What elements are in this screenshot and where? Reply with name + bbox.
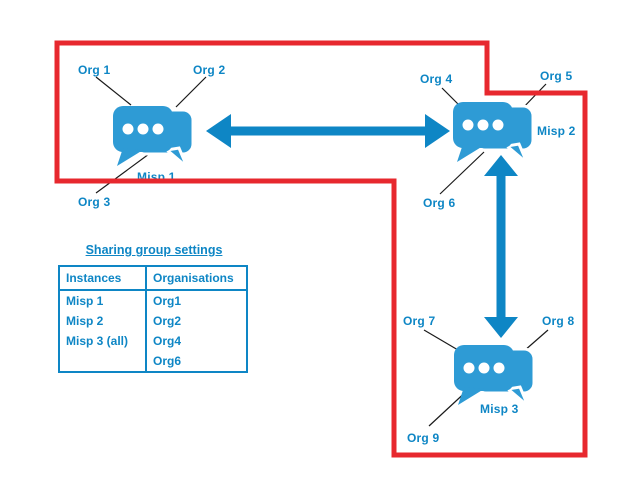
cell-organisation: Org4 — [145, 331, 248, 351]
misp-1-icon — [111, 104, 195, 169]
label-org-3: Org 3 — [78, 195, 111, 209]
label-org-8: Org 8 — [542, 314, 575, 328]
misp-2-icon — [451, 100, 535, 165]
label-org-7: Org 7 — [403, 314, 436, 328]
cell-organisation: Org1 — [145, 290, 248, 311]
connector-line-org-6 — [439, 151, 485, 195]
label-misp-2: Misp 2 — [537, 124, 576, 138]
connector-line-org-4 — [441, 87, 461, 107]
label-org-4: Org 4 — [420, 72, 453, 86]
cell-instance: Misp 3 (all) — [58, 331, 147, 351]
header-organisations: Organisations — [145, 266, 248, 291]
sharing-group-table: Instances Organisations Misp 1 Org1 Misp… — [58, 265, 248, 373]
label-org-2: Org 2 — [193, 63, 226, 77]
sharing-group-title: Sharing group settings — [85, 243, 223, 257]
label-org-6: Org 6 — [423, 196, 456, 210]
connector-line-org-9 — [428, 387, 471, 427]
sync-arrows — [206, 114, 518, 338]
connector-line-org-7 — [423, 329, 459, 351]
sharing-group-settings: Sharing group settings Instances Organis… — [58, 243, 250, 373]
table-row: Misp 1 Org1 — [58, 290, 248, 311]
table-row: Org6 — [58, 351, 248, 372]
label-org-1: Org 1 — [78, 63, 111, 77]
table-row: Misp 2 Org2 — [58, 311, 248, 331]
table-header-row: Instances Organisations — [58, 266, 248, 291]
arrow-misp1-misp2 — [206, 114, 450, 148]
label-org-5: Org 5 — [540, 69, 573, 83]
cell-instance: Misp 1 — [58, 290, 147, 311]
header-instances: Instances — [58, 266, 147, 291]
connector-line-org-5 — [519, 83, 547, 112]
connector-line-org-1 — [95, 76, 132, 106]
cell-instance — [58, 351, 147, 372]
cell-organisation: Org2 — [145, 311, 248, 331]
label-org-9: Org 9 — [407, 431, 440, 445]
arrow-misp2-misp3 — [484, 155, 518, 338]
connector-line-org-2 — [175, 76, 207, 108]
connector-line-org-8 — [523, 329, 549, 352]
misp-3-icon — [452, 343, 536, 408]
label-misp-3: Misp 3 — [480, 402, 519, 416]
table-row: Misp 3 (all) Org4 — [58, 331, 248, 351]
label-misp-1: Misp 1 — [137, 170, 176, 184]
cell-organisation: Org6 — [145, 351, 248, 372]
cell-instance: Misp 2 — [58, 311, 147, 331]
